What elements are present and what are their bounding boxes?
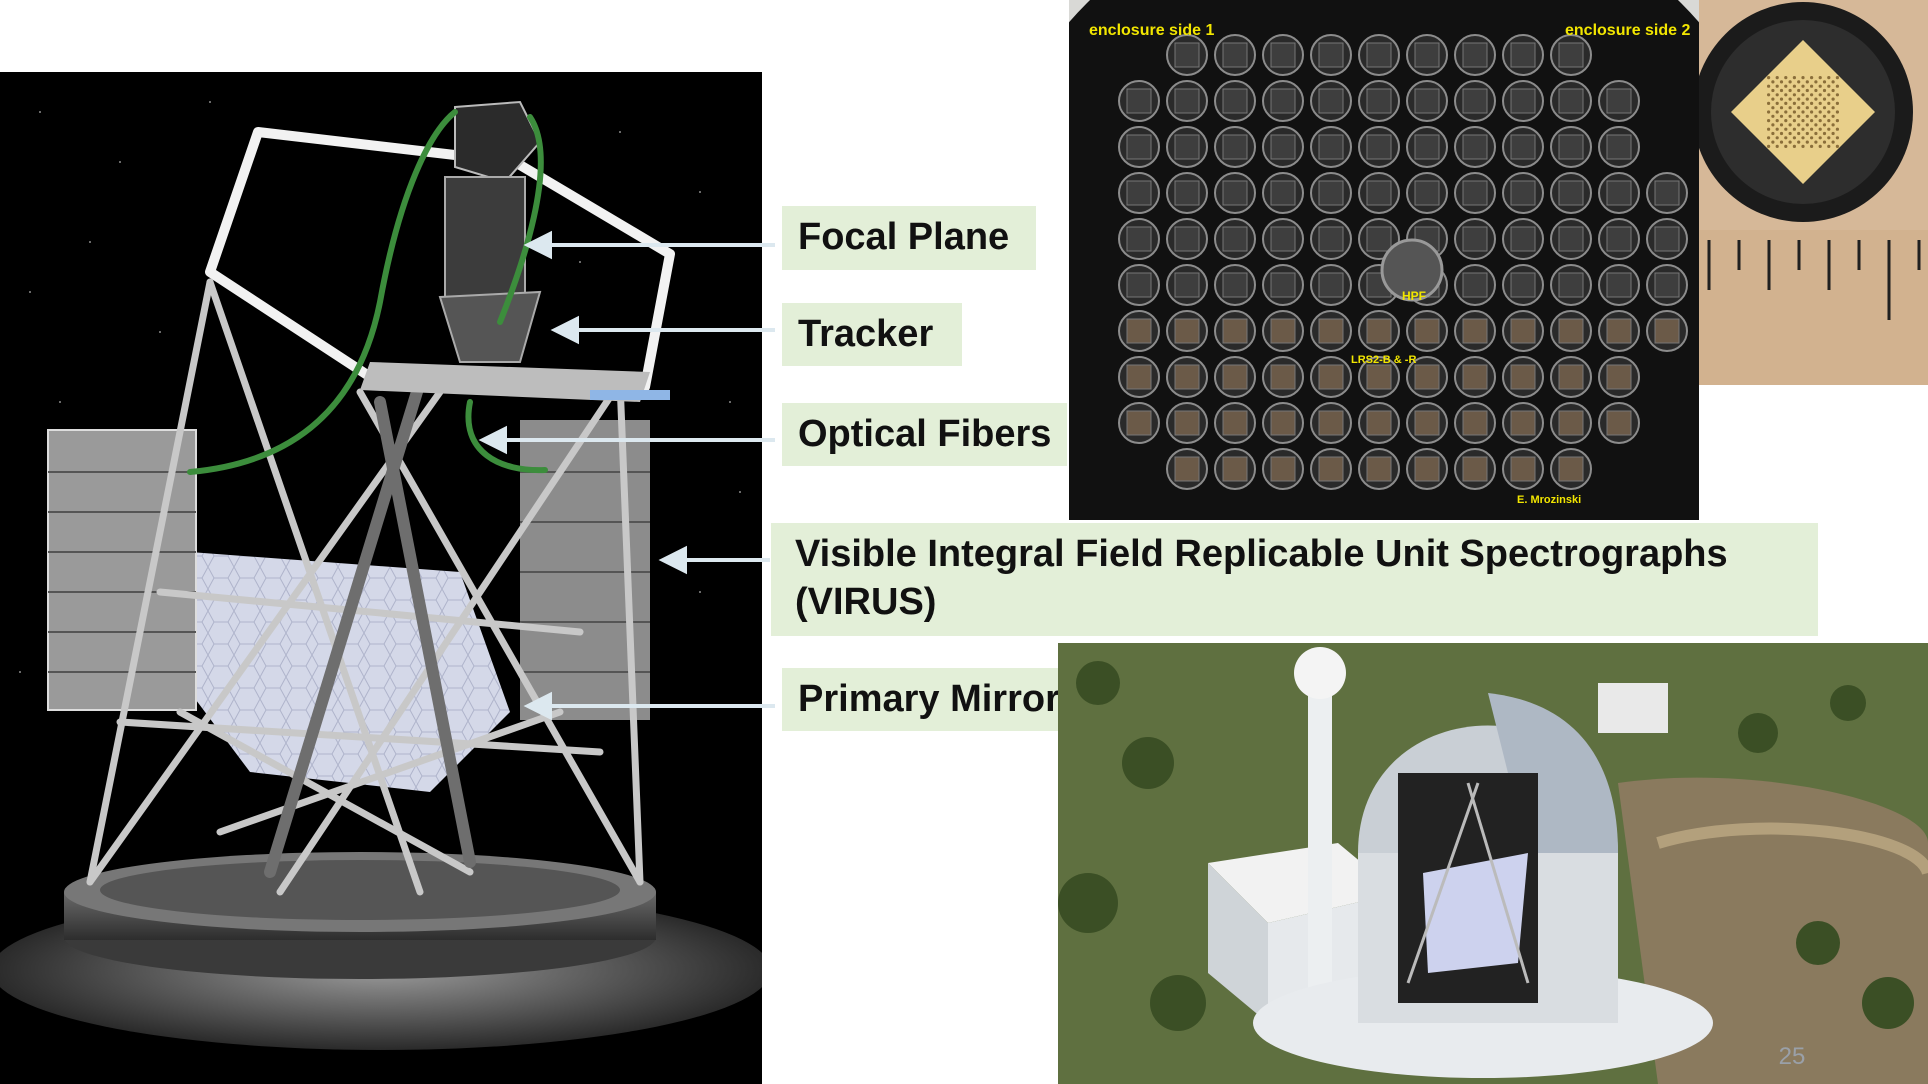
hpf-caption: HPF [1402, 289, 1426, 303]
virus-label-line1: Visible Integral Field Replicable Unit S… [795, 533, 1728, 575]
slide-number: 25 [1778, 1043, 1806, 1070]
primary-mirror-label: Primary Mirror [782, 668, 1095, 731]
optical-fibers-label-text: Optical Fibers [798, 413, 1052, 455]
photo-credit: E. Mrozinski [1517, 494, 1582, 506]
focal-plane-photo: enclosure side 1 enclosure side 2 HPF LR… [1069, 0, 1699, 520]
optical-fibers-label: Optical Fibers [782, 403, 1067, 466]
virus-label: Visible Integral Field Replicable Unit S… [771, 523, 1818, 636]
focal-plane-label-text: Focal Plane [798, 216, 1010, 258]
focal-plane-label: Focal Plane [782, 206, 1036, 270]
enclosure-side-1-caption: enclosure side 1 [1089, 22, 1215, 39]
virus-label-line2: (VIRUS) [795, 580, 937, 623]
telescope-render [0, 72, 762, 1084]
fiber-bundle-photo [1699, 0, 1928, 385]
lrs2-caption: LRS2-B & -R [1351, 354, 1417, 366]
tracker-label: Tracker [782, 303, 962, 366]
tracker-label-text: Tracker [798, 313, 934, 355]
primary-mirror-label-text: Primary Mirror [798, 678, 1060, 720]
enclosure-side-2-caption: enclosure side 2 [1565, 22, 1691, 39]
observatory-aerial-photo [1058, 643, 1928, 1084]
